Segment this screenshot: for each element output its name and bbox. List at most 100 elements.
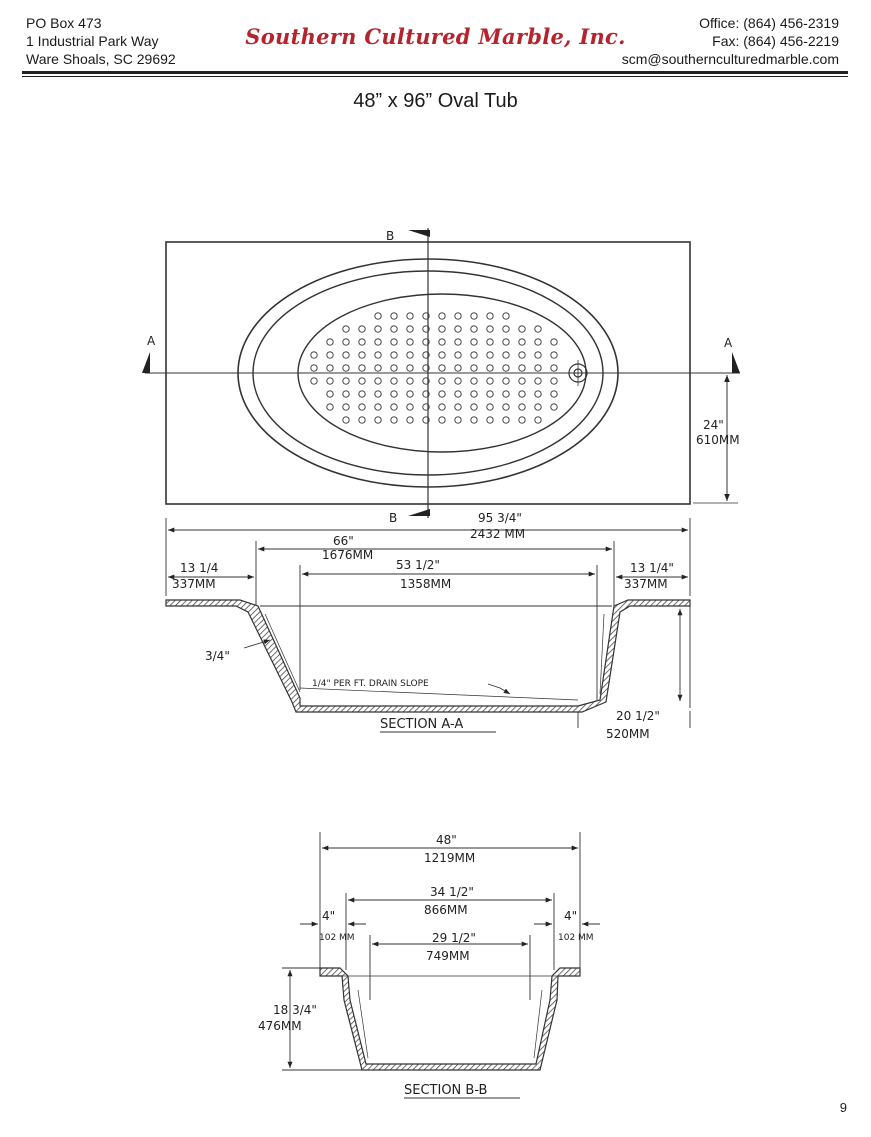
floor-dot <box>518 364 526 372</box>
section-b-deck-left-in-label: 4" <box>322 909 335 923</box>
floor-dot <box>454 403 462 411</box>
floor-dot <box>390 364 398 372</box>
floor-dot <box>502 338 510 346</box>
floor-dot <box>454 312 462 320</box>
floor-dot <box>454 390 462 398</box>
floor-dot <box>486 403 494 411</box>
floor-dot <box>406 338 414 346</box>
floor-dot <box>390 403 398 411</box>
company-address: PO Box 473 1 Industrial Park Way Ware Sh… <box>26 14 176 68</box>
floor-dot <box>486 338 494 346</box>
floor-dot <box>454 416 462 424</box>
plan-depth-in-label: 24" <box>703 418 724 432</box>
floor-dot <box>454 325 462 333</box>
section-a-right-in-label: 13 1/4" <box>630 561 674 575</box>
floor-dot <box>374 338 382 346</box>
floor-dot <box>550 403 558 411</box>
floor-dot <box>310 351 318 359</box>
section-a-bottom-in-label: 53 1/2" <box>396 558 440 572</box>
floor-dot <box>534 377 542 385</box>
floor-dot <box>422 364 430 372</box>
section-marker-a-right: A <box>724 336 733 350</box>
floor-dot <box>438 338 446 346</box>
floor-dot <box>358 403 366 411</box>
section-b-bottom-mm-label: 749MM <box>426 949 470 963</box>
section-b-bottom-in-label: 29 1/2" <box>432 931 476 945</box>
floor-dot <box>342 325 350 333</box>
floor-texture-dots <box>310 312 558 424</box>
floor-dot <box>470 403 478 411</box>
floor-dot <box>486 390 494 398</box>
floor-dot <box>358 390 366 398</box>
section-a-right-mm-label: 337MM <box>624 577 668 591</box>
floor-dot <box>454 377 462 385</box>
floor-dot <box>342 338 350 346</box>
floor-dot <box>486 377 494 385</box>
section-a-left-mm-label: 337MM <box>172 577 216 591</box>
floor-dot <box>438 377 446 385</box>
floor-dot <box>358 338 366 346</box>
floor-dot <box>438 312 446 320</box>
floor-dot <box>406 377 414 385</box>
section-a-profile <box>165 599 691 713</box>
office-phone: Office: (864) 456-2319 <box>699 15 839 31</box>
floor-dot <box>358 325 366 333</box>
floor-dot <box>486 364 494 372</box>
floor-dot <box>518 351 526 359</box>
floor-dot <box>518 390 526 398</box>
floor-dot <box>550 377 558 385</box>
floor-dot <box>518 325 526 333</box>
floor-dot <box>486 351 494 359</box>
floor-dot <box>454 338 462 346</box>
floor-dot <box>470 338 478 346</box>
floor-dot <box>502 351 510 359</box>
floor-dot <box>390 312 398 320</box>
floor-dot <box>422 416 430 424</box>
floor-dot <box>438 416 446 424</box>
floor-dot <box>390 338 398 346</box>
floor-dot <box>406 416 414 424</box>
section-arrow-a-left: A <box>142 334 156 373</box>
floor-dot <box>342 416 350 424</box>
floor-dot <box>550 351 558 359</box>
floor-dot <box>406 390 414 398</box>
section-arrow-a-right: A <box>724 336 740 373</box>
floor-dot <box>406 312 414 320</box>
header-rule-thin <box>22 76 848 77</box>
address-line-2: 1 Industrial Park Way <box>26 33 159 49</box>
floor-dot <box>486 325 494 333</box>
address-line-1: PO Box 473 <box>26 15 102 31</box>
floor-dot <box>374 351 382 359</box>
section-a-bottom-mm-label: 1358MM <box>400 577 451 591</box>
floor-dot <box>326 364 334 372</box>
section-b-overall-mm-label: 1219MM <box>424 851 475 865</box>
section-a-top-in-label: 66" <box>333 534 354 548</box>
floor-dot <box>454 364 462 372</box>
floor-dot <box>422 338 430 346</box>
floor-dot <box>422 377 430 385</box>
floor-dot <box>342 403 350 411</box>
floor-dot <box>390 390 398 398</box>
floor-dot <box>326 377 334 385</box>
section-arrow-b-top: B <box>386 229 430 243</box>
page-title: 48” x 96” Oval Tub <box>353 90 518 112</box>
floor-dot <box>502 416 510 424</box>
floor-dot <box>534 390 542 398</box>
section-b-deck-right-in-label: 4" <box>564 909 577 923</box>
floor-dot <box>470 325 478 333</box>
floor-dot <box>374 403 382 411</box>
floor-dot <box>518 338 526 346</box>
floor-dot <box>438 325 446 333</box>
floor-dot <box>326 351 334 359</box>
floor-dot <box>374 377 382 385</box>
floor-dot <box>422 351 430 359</box>
floor-dot <box>534 416 542 424</box>
section-a-depth-in-label: 20 1/2" <box>616 709 660 723</box>
floor-dot <box>342 377 350 385</box>
floor-dot <box>502 325 510 333</box>
plan-depth-mm-label: 610MM <box>696 433 740 447</box>
floor-dot <box>518 416 526 424</box>
floor-dot <box>310 377 318 385</box>
floor-dot <box>374 416 382 424</box>
